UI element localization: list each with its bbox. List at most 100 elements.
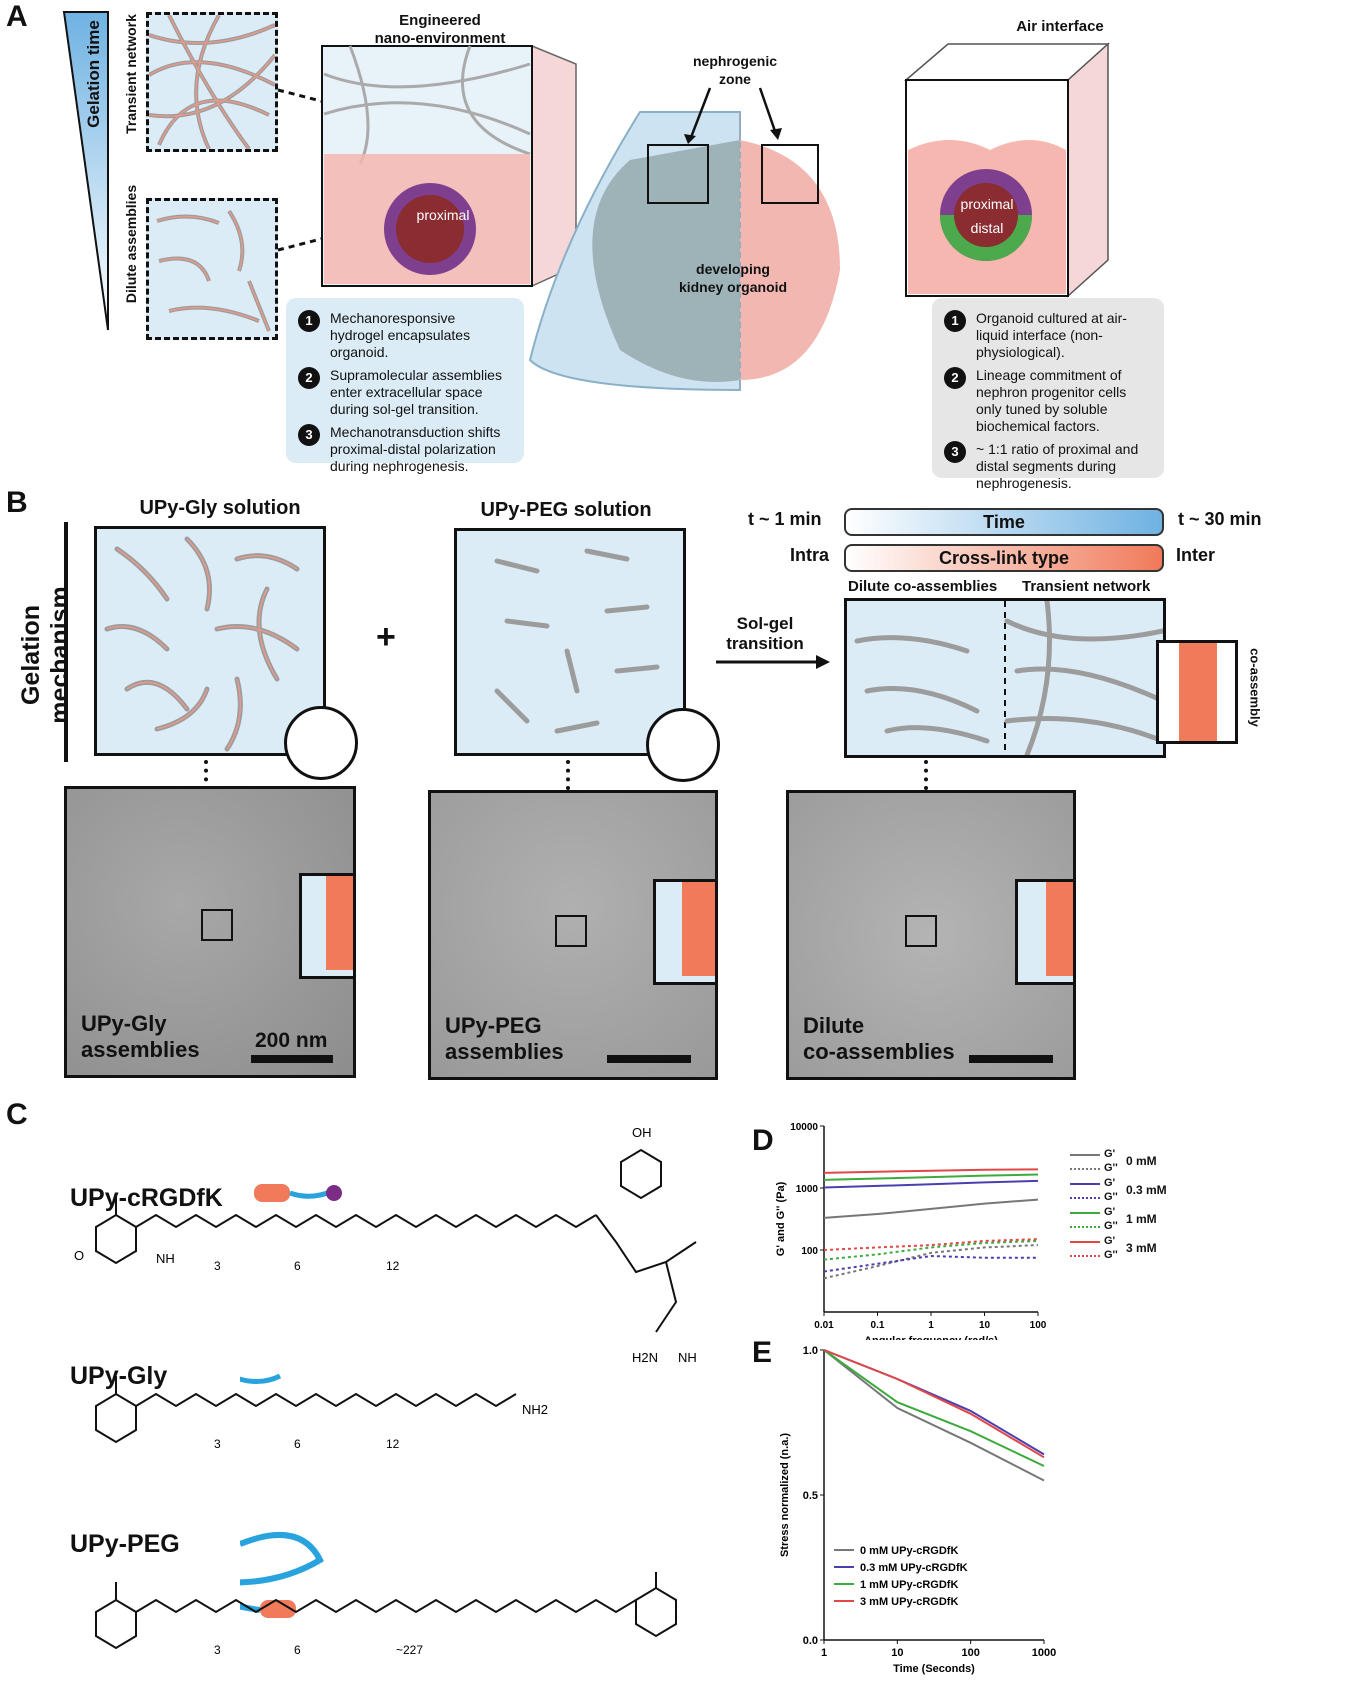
dilute-co-label: Dilute co-assemblies [848, 578, 998, 595]
kidney-organoid [528, 111, 840, 392]
series-line-2 [823, 1179, 1039, 1189]
series-line-4 [823, 1173, 1039, 1181]
sol-gel-label: Sol-gel transition [726, 614, 804, 653]
sub-12: 12 [386, 1437, 400, 1451]
right-point-3: ~ 1:1 ratio of proximal and distal segme… [976, 441, 1139, 491]
series-line-0 [823, 1198, 1039, 1219]
y-tick-label: 0.0 [803, 1635, 818, 1647]
sub-3: 3 [214, 1643, 221, 1657]
cryo-image-upy-peg: UPy-PEG assemblies [428, 790, 718, 1080]
intra-label: Intra [790, 545, 830, 565]
t1-label: t ~ 1 min [748, 509, 822, 529]
proximal-label-left: proximal [416, 207, 470, 223]
x-axis-label: Angular frequency (rad/s) [864, 1335, 998, 1340]
upy-gly-title: UPy-Gly [70, 1362, 168, 1390]
scale-bar-2 [607, 1055, 691, 1063]
legend-entry: G' G'' 1 mM [1070, 1206, 1190, 1234]
chart-d-legend: G' G'' 0 mM G' G'' 0.3 mM G' G'' 1 mM G'… [1070, 1148, 1190, 1266]
series-line-0 [823, 1349, 1045, 1482]
y-axis-label: G' and G'' (Pa) [775, 1181, 787, 1256]
engineered-title: Engineered nano-environment [374, 12, 506, 47]
engineered-cube [321, 44, 577, 288]
x-tick-label: 100 [1030, 1320, 1047, 1331]
sub-3: 3 [214, 1259, 221, 1273]
y-tick-label: 1000 [796, 1184, 819, 1195]
y-tick-label: 0.5 [803, 1490, 818, 1502]
transient-label: Transient network [1022, 578, 1151, 595]
upy-gly-solution-box [94, 526, 326, 756]
panel-e-letter: E [752, 1336, 773, 1369]
legend-label: 1 mM UPy-cRGDfK [860, 1579, 958, 1591]
legend-label: 3 mM UPy-cRGDfK [860, 1596, 958, 1608]
left-point-1: Mechanoresponsive hydrogel encapsulates … [330, 310, 471, 360]
t30-label: t ~ 30 min [1178, 509, 1262, 529]
gelation-time-label: Gelation time [84, 20, 103, 128]
y-axis-label: Stress normalized (n.a.) [779, 1433, 791, 1557]
x-tick-label: 10 [979, 1320, 991, 1331]
transient-network-label: Transient network [123, 14, 139, 134]
left-point-2: Supramolecular assemblies enter extracel… [330, 367, 502, 417]
step-badge: 3 [298, 424, 320, 446]
series-line-1 [823, 1244, 1039, 1280]
x-tick-label: 1 [928, 1320, 934, 1331]
y-tick-label: 10000 [790, 1122, 818, 1133]
series-line-7 [823, 1238, 1039, 1251]
transient-network-box [146, 12, 278, 152]
cryo-zoom-inset [1015, 879, 1073, 985]
nh2-label: NH2 [522, 1402, 548, 1417]
upy-peg-structure: 3 6 ~227 [95, 1572, 677, 1657]
connector-2 [566, 760, 574, 790]
time-bar: Time [844, 508, 1164, 536]
gelation-mechanism-bar [64, 522, 68, 762]
step-badge: 3 [944, 441, 966, 463]
upy-peg-solution-box [454, 528, 686, 756]
air-interface-title: Air interface [1016, 18, 1104, 35]
x-tick-label: 0.1 [871, 1320, 885, 1331]
y-tick-label: 1.0 [803, 1345, 818, 1357]
upy-gly-molecule-inset [284, 706, 358, 780]
carbonyl-o: O [74, 1248, 84, 1263]
cryo-zoom-inset [653, 879, 715, 985]
plus-sign: + [376, 618, 396, 656]
scale-bar-1 [251, 1055, 333, 1063]
sub-6: 6 [294, 1643, 301, 1657]
co-assembly-label: co-assembly [1247, 648, 1263, 727]
co-assembly-box [844, 598, 1166, 758]
oh-label: OH [632, 1125, 652, 1140]
series-line-3 [823, 1255, 1038, 1273]
x-tick-label: 1 [821, 1647, 827, 1659]
series-line-6 [823, 1168, 1039, 1174]
cryo-image-dilute-co: Dilute co-assemblies [786, 790, 1076, 1080]
scale-bar-label: 200 nm [255, 1029, 328, 1052]
panel-d-letter: D [752, 1124, 774, 1157]
cryo-label-2: UPy-PEG assemblies [445, 1013, 564, 1064]
nh-label: NH [678, 1350, 697, 1365]
nephrogenic-arrows [684, 87, 782, 144]
inter-label: Inter [1176, 545, 1216, 565]
dilute-assemblies-label: Dilute assemblies [123, 184, 139, 304]
connector-1 [204, 760, 212, 790]
upy-gly-solution-title: UPy-Gly solution [139, 497, 301, 519]
panel-a-letter: A [6, 0, 28, 33]
upy-peg-molecule-inset [646, 708, 720, 782]
connector-3 [924, 760, 932, 790]
cryo-label-1: UPy-Gly assemblies [81, 1011, 200, 1062]
legend-label: 0.3 mM UPy-cRGDfK [860, 1562, 968, 1574]
developing-organoid-label: developing kidney organoid [678, 261, 788, 295]
step-badge: 2 [298, 367, 320, 389]
upy-crgdfk-title: UPy-cRGDfK [70, 1184, 223, 1212]
x-tick-label: 0.01 [814, 1320, 834, 1331]
right-point-2: Lineage commitment of nephron progenitor… [976, 367, 1127, 434]
panel-b-letter: B [6, 486, 28, 519]
legend-label: 0 mM UPy-cRGDfK [860, 1545, 958, 1557]
gelation-time-triangle [62, 11, 109, 331]
sub-227: ~227 [396, 1643, 423, 1657]
legend-entry: G' G'' 0.3 mM [1070, 1177, 1190, 1205]
legend-entry: G' G'' 0 mM [1070, 1148, 1190, 1176]
co-assembly-zoom [1156, 640, 1238, 744]
sol-gel-arrow [716, 655, 830, 669]
air-interface-cube [903, 42, 1110, 298]
crosslink-bar: Cross-link type [844, 544, 1164, 572]
